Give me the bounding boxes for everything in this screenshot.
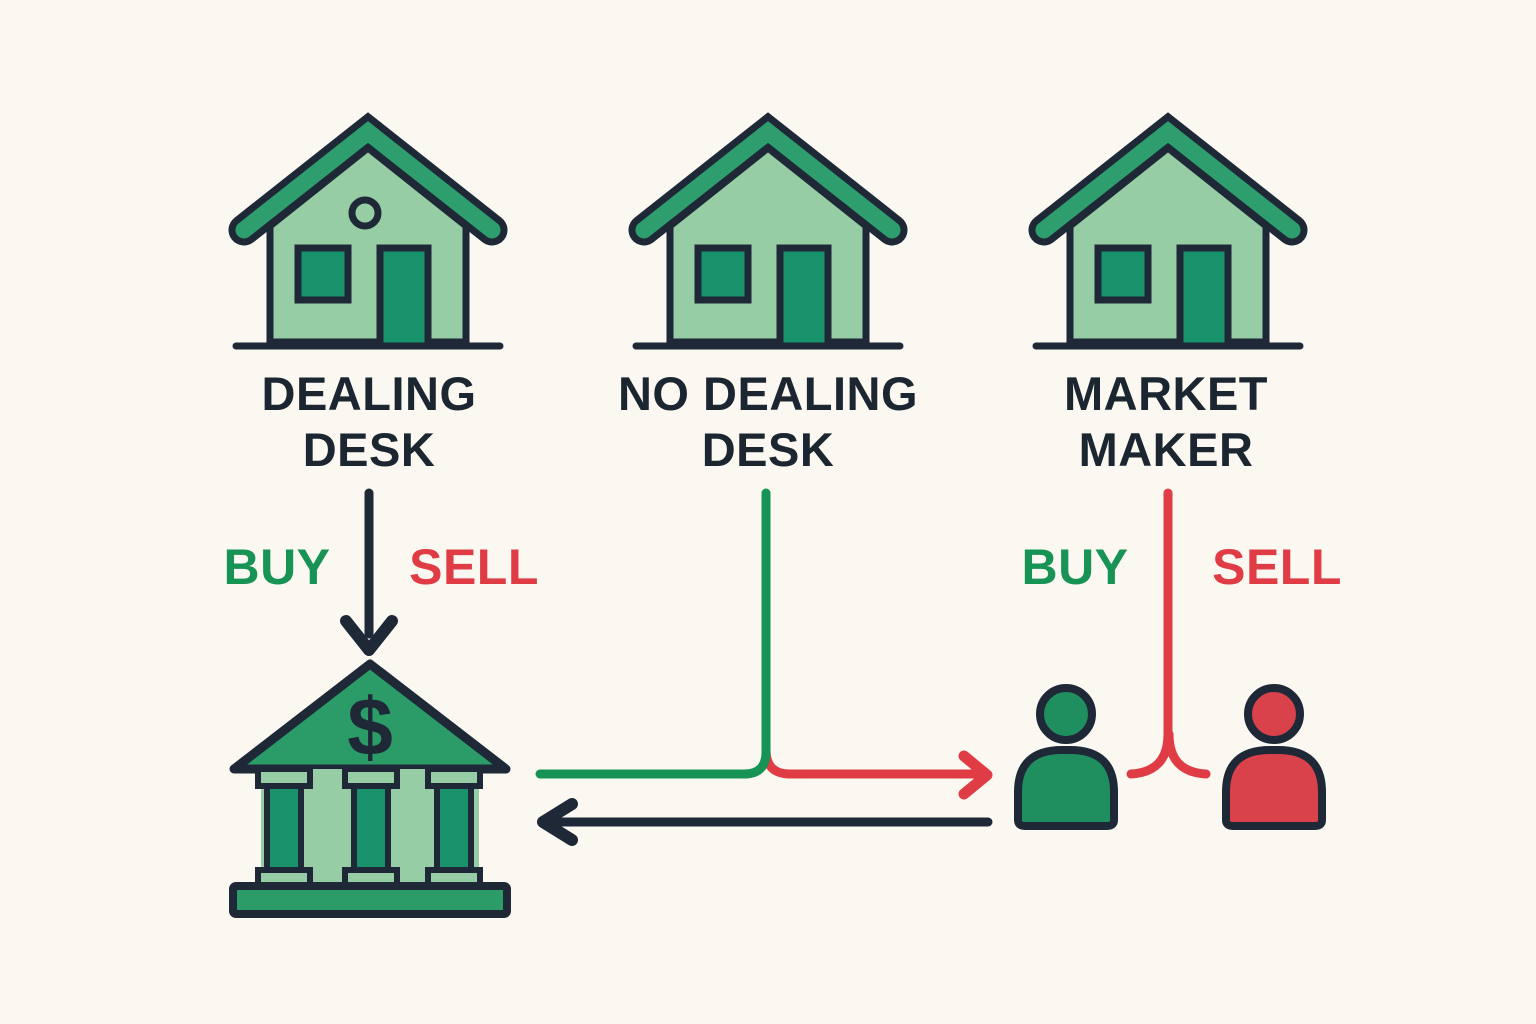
person-icon-seller [1222, 684, 1326, 830]
bank-column-capital [342, 766, 400, 789]
bank-column-capital [425, 766, 483, 789]
person-body [1222, 746, 1326, 830]
arrow-dealing-desk-to-bank [340, 488, 398, 656]
house-round-window [348, 196, 382, 230]
line-no-dealing-desk-to-bank [535, 488, 771, 779]
bank-icon: $ [229, 659, 511, 918]
label-buy-left: BUY [223, 539, 331, 595]
bank-platform [229, 882, 511, 918]
label-no-dealing-desk: NO DEALING DESK [617, 367, 919, 476]
house-icon-dealing-desk [228, 112, 508, 362]
arrow-no-dealing-desk-to-traders [761, 745, 993, 800]
arrow-traders-to-bank [537, 798, 993, 846]
label-buy-right: BUY [1021, 539, 1129, 595]
label-dealing-desk: DEALING DESK [261, 367, 477, 476]
line-market-maker-split [1126, 488, 1211, 779]
dollar-sign: $ [347, 682, 393, 773]
person-body [1014, 746, 1118, 830]
label-sell-left: SELL [409, 539, 539, 595]
label-sell-right: SELL [1212, 539, 1342, 595]
person-head [1036, 684, 1096, 744]
bank-column-capital [255, 766, 313, 789]
person-icon-buyer [1014, 684, 1118, 830]
person-head [1244, 684, 1304, 744]
label-market-maker: MARKET MAKER [1063, 367, 1269, 476]
